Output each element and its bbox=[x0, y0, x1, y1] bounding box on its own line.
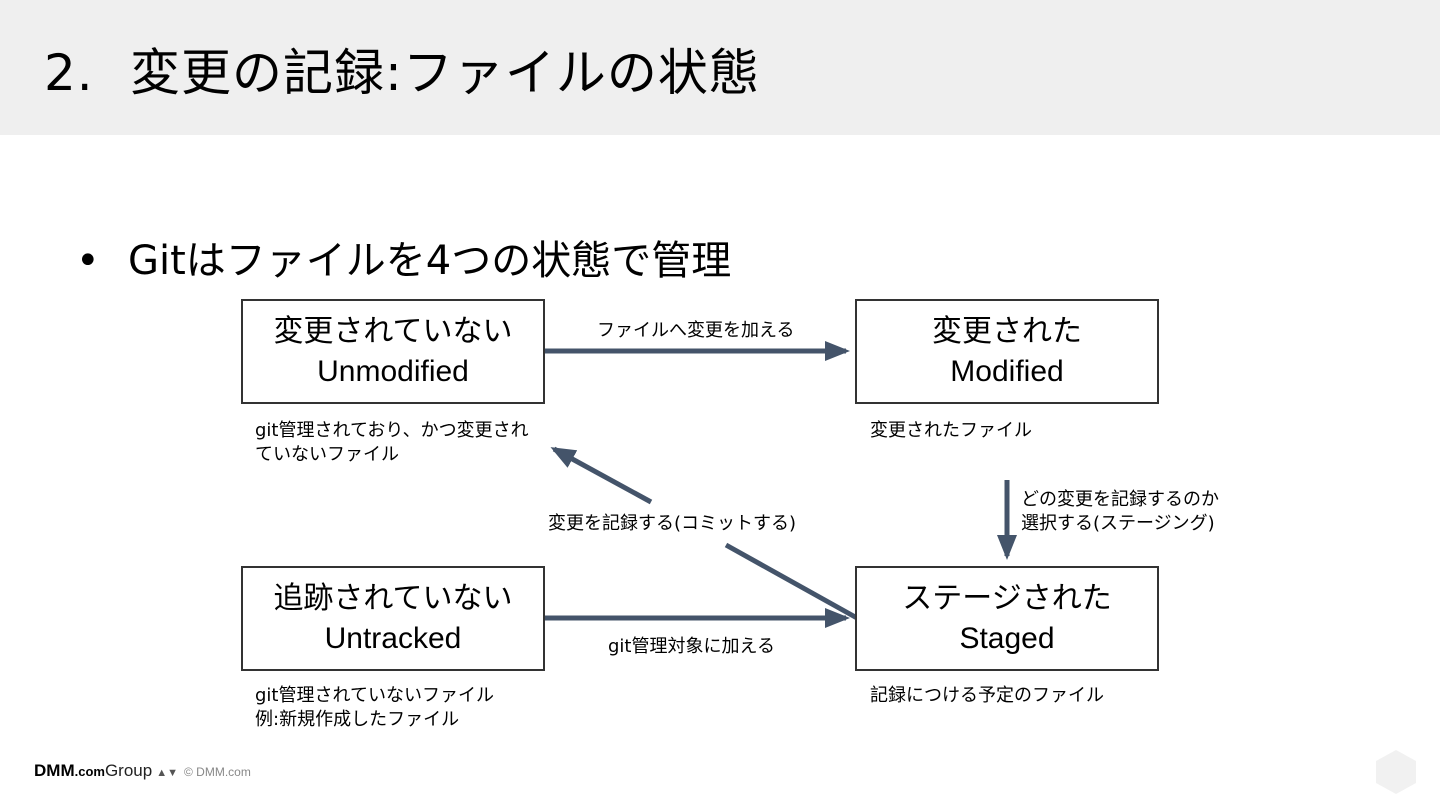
edit-transition-label: ファイルへ変更を加える bbox=[597, 320, 795, 341]
logo-group: Group bbox=[104, 761, 153, 780]
description-line: 例:新規作成したファイル bbox=[255, 709, 460, 730]
hexagon-icon bbox=[1376, 750, 1416, 794]
add-transition-label: git管理対象に加える bbox=[608, 636, 775, 657]
untracked-description: git管理されていないファイル 例:新規作成したファイル bbox=[255, 684, 494, 732]
bullet-text: Gitはファイルを4つの状態で管理 bbox=[128, 238, 732, 284]
state-label-jp: 追跡されていない bbox=[273, 580, 513, 616]
description-line: 変更されたファイル bbox=[870, 420, 1032, 441]
state-label-jp: 変更されていない bbox=[273, 313, 513, 349]
section-title: 変更の記録:ファイルの状態 bbox=[130, 44, 760, 102]
arrow-commit-lower bbox=[724, 542, 859, 621]
state-label-en: Unmodified bbox=[317, 354, 469, 388]
stage-label-line: 選択する(ステージング) bbox=[1021, 513, 1215, 534]
page-title: 2. 変更の記録:ファイルの状態 bbox=[44, 38, 760, 108]
arrow-commit-upper bbox=[550, 446, 653, 505]
modified-description: 変更されたファイル bbox=[870, 419, 1032, 443]
state-box-unmodified: 変更されていない Unmodified bbox=[241, 299, 545, 404]
description-line: 記録につける予定のファイル bbox=[870, 685, 1104, 706]
description-line: git管理されており、かつ変更され bbox=[255, 420, 529, 441]
state-box-staged: ステージされた Staged bbox=[855, 566, 1159, 671]
state-label-jp: ステージされた bbox=[902, 580, 1112, 616]
staged-description: 記録につける予定のファイル bbox=[870, 684, 1104, 708]
logo-dmm: DMM bbox=[34, 761, 75, 780]
stage-transition-label: どの変更を記録するのか 選択する(ステージング) bbox=[1021, 488, 1219, 536]
copyright: © DMM.com bbox=[183, 765, 251, 779]
commit-transition-label: 変更を記録する(コミットする) bbox=[548, 513, 797, 534]
state-box-modified: 変更された Modified bbox=[855, 299, 1159, 404]
logo-com: .com bbox=[74, 764, 105, 779]
section-number: 2. bbox=[44, 44, 94, 102]
state-label-en: Untracked bbox=[324, 621, 462, 655]
state-label-jp: 変更された bbox=[932, 313, 1082, 349]
state-label-en: Modified bbox=[950, 354, 1064, 388]
description-line: git管理されていないファイル bbox=[255, 685, 494, 706]
stage-label-line: どの変更を記録するのか bbox=[1021, 489, 1219, 510]
dmm-group-logo: DMM.comGroup▲▼ © DMM.com bbox=[34, 760, 251, 784]
bullet-marker: • bbox=[76, 238, 100, 284]
unmodified-description: git管理されており、かつ変更され ていないファイル bbox=[255, 419, 529, 467]
header-bar bbox=[0, 0, 1440, 135]
description-line: ていないファイル bbox=[255, 444, 399, 465]
logo-mark-icon: ▲▼ bbox=[156, 767, 178, 779]
state-box-untracked: 追跡されていない Untracked bbox=[241, 566, 545, 671]
state-label-en: Staged bbox=[959, 621, 1055, 655]
